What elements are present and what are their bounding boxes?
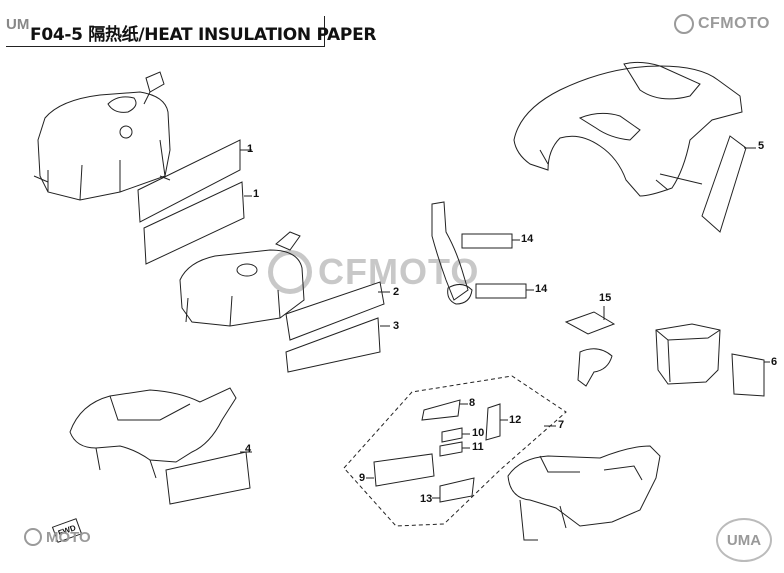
- callout-1b: 1: [253, 188, 260, 200]
- insulation-paper-4: [165, 451, 251, 505]
- front-fender-right: [507, 445, 661, 541]
- callout-1a: 1: [247, 143, 254, 155]
- insulation-paper-6: [731, 353, 765, 397]
- callout-12: 12: [509, 414, 522, 426]
- callout-2: 2: [393, 286, 400, 298]
- cfmoto-watermark: CFMOTO: [268, 250, 479, 294]
- callout-14b: 14: [535, 283, 548, 295]
- cfmoto-logo-text: CFMOTO: [697, 15, 770, 32]
- fuel-tank-middle: [179, 231, 305, 327]
- title-frame: [6, 16, 325, 47]
- insulation-paper-14b: [475, 283, 527, 299]
- insulation-paper-14a: [461, 233, 513, 249]
- watermark-ring-icon: [268, 250, 312, 294]
- callout-15: 15: [599, 292, 612, 304]
- cfmoto-logo-bottom-left: MOTO: [24, 528, 91, 546]
- insulation-paper-5: [701, 135, 747, 233]
- callout-6: 6: [771, 356, 778, 368]
- group-7-frame: [343, 375, 567, 527]
- watermark-text: CFMOTO: [318, 251, 480, 292]
- insulation-paper-8: [421, 399, 461, 421]
- insulation-paper-10: [441, 427, 463, 443]
- uma-logo: UMA: [716, 518, 772, 562]
- insulation-paper-2: [285, 281, 385, 341]
- brand-prefix: UM: [6, 16, 30, 33]
- callout-13: 13: [420, 493, 433, 505]
- callout-8: 8: [469, 397, 476, 409]
- callout-11: 11: [472, 441, 484, 453]
- insulation-paper-15: [564, 311, 616, 335]
- air-box: [655, 323, 721, 385]
- page-title: F04-5 隔热纸/HEAT INSULATION PAPER: [30, 25, 377, 45]
- callout-5: 5: [758, 140, 765, 152]
- callout-3: 3: [393, 320, 400, 332]
- rear-fender: [513, 61, 743, 197]
- insulation-paper-9: [373, 453, 435, 487]
- cfmoto-ring-icon-small: [24, 528, 42, 546]
- callout-10: 10: [472, 427, 485, 439]
- fuel-tank-top: [33, 71, 171, 201]
- insulation-paper-1b: [143, 181, 245, 265]
- insulation-paper-1a: [137, 139, 241, 223]
- insulation-paper-3: [285, 317, 381, 373]
- exhaust-pipe: [431, 201, 473, 305]
- insulation-paper-13: [439, 477, 475, 503]
- insulation-paper-12: [485, 403, 501, 441]
- front-fender: [69, 387, 237, 479]
- callout-14a: 14: [521, 233, 534, 245]
- muffler-end-part: [577, 348, 613, 387]
- insulation-paper-11: [439, 441, 463, 457]
- callout-9: 9: [359, 472, 366, 484]
- cfmoto-ring-icon: [673, 14, 694, 34]
- cfmoto-logo-text-small: MOTO: [46, 528, 91, 546]
- callout-7: 7: [558, 419, 565, 431]
- cfmoto-logo-top-right: CFMOTO: [673, 14, 770, 34]
- callout-4: 4: [245, 443, 252, 455]
